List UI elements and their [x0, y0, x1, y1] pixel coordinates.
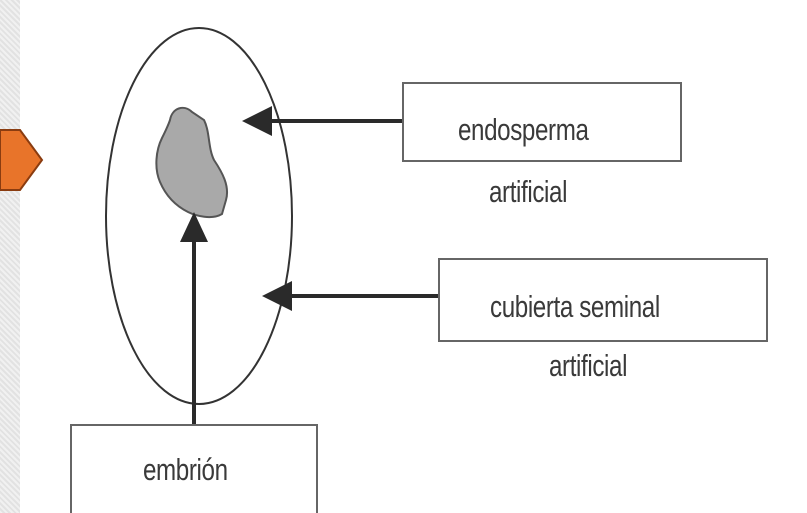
orange-arrow-marker	[0, 130, 42, 190]
coat-label-line1: cubierta seminal	[490, 289, 660, 325]
embryo-label: embrión	[143, 452, 228, 488]
endosperm-label-line1: endosperma	[458, 112, 589, 148]
endosperm-arrow-head	[242, 106, 272, 136]
endosperm-label-line2: artificial	[489, 174, 567, 210]
coat-arrow-head	[262, 281, 292, 311]
embryo-shape	[156, 108, 227, 217]
coat-label-line2: artificial	[549, 348, 627, 384]
